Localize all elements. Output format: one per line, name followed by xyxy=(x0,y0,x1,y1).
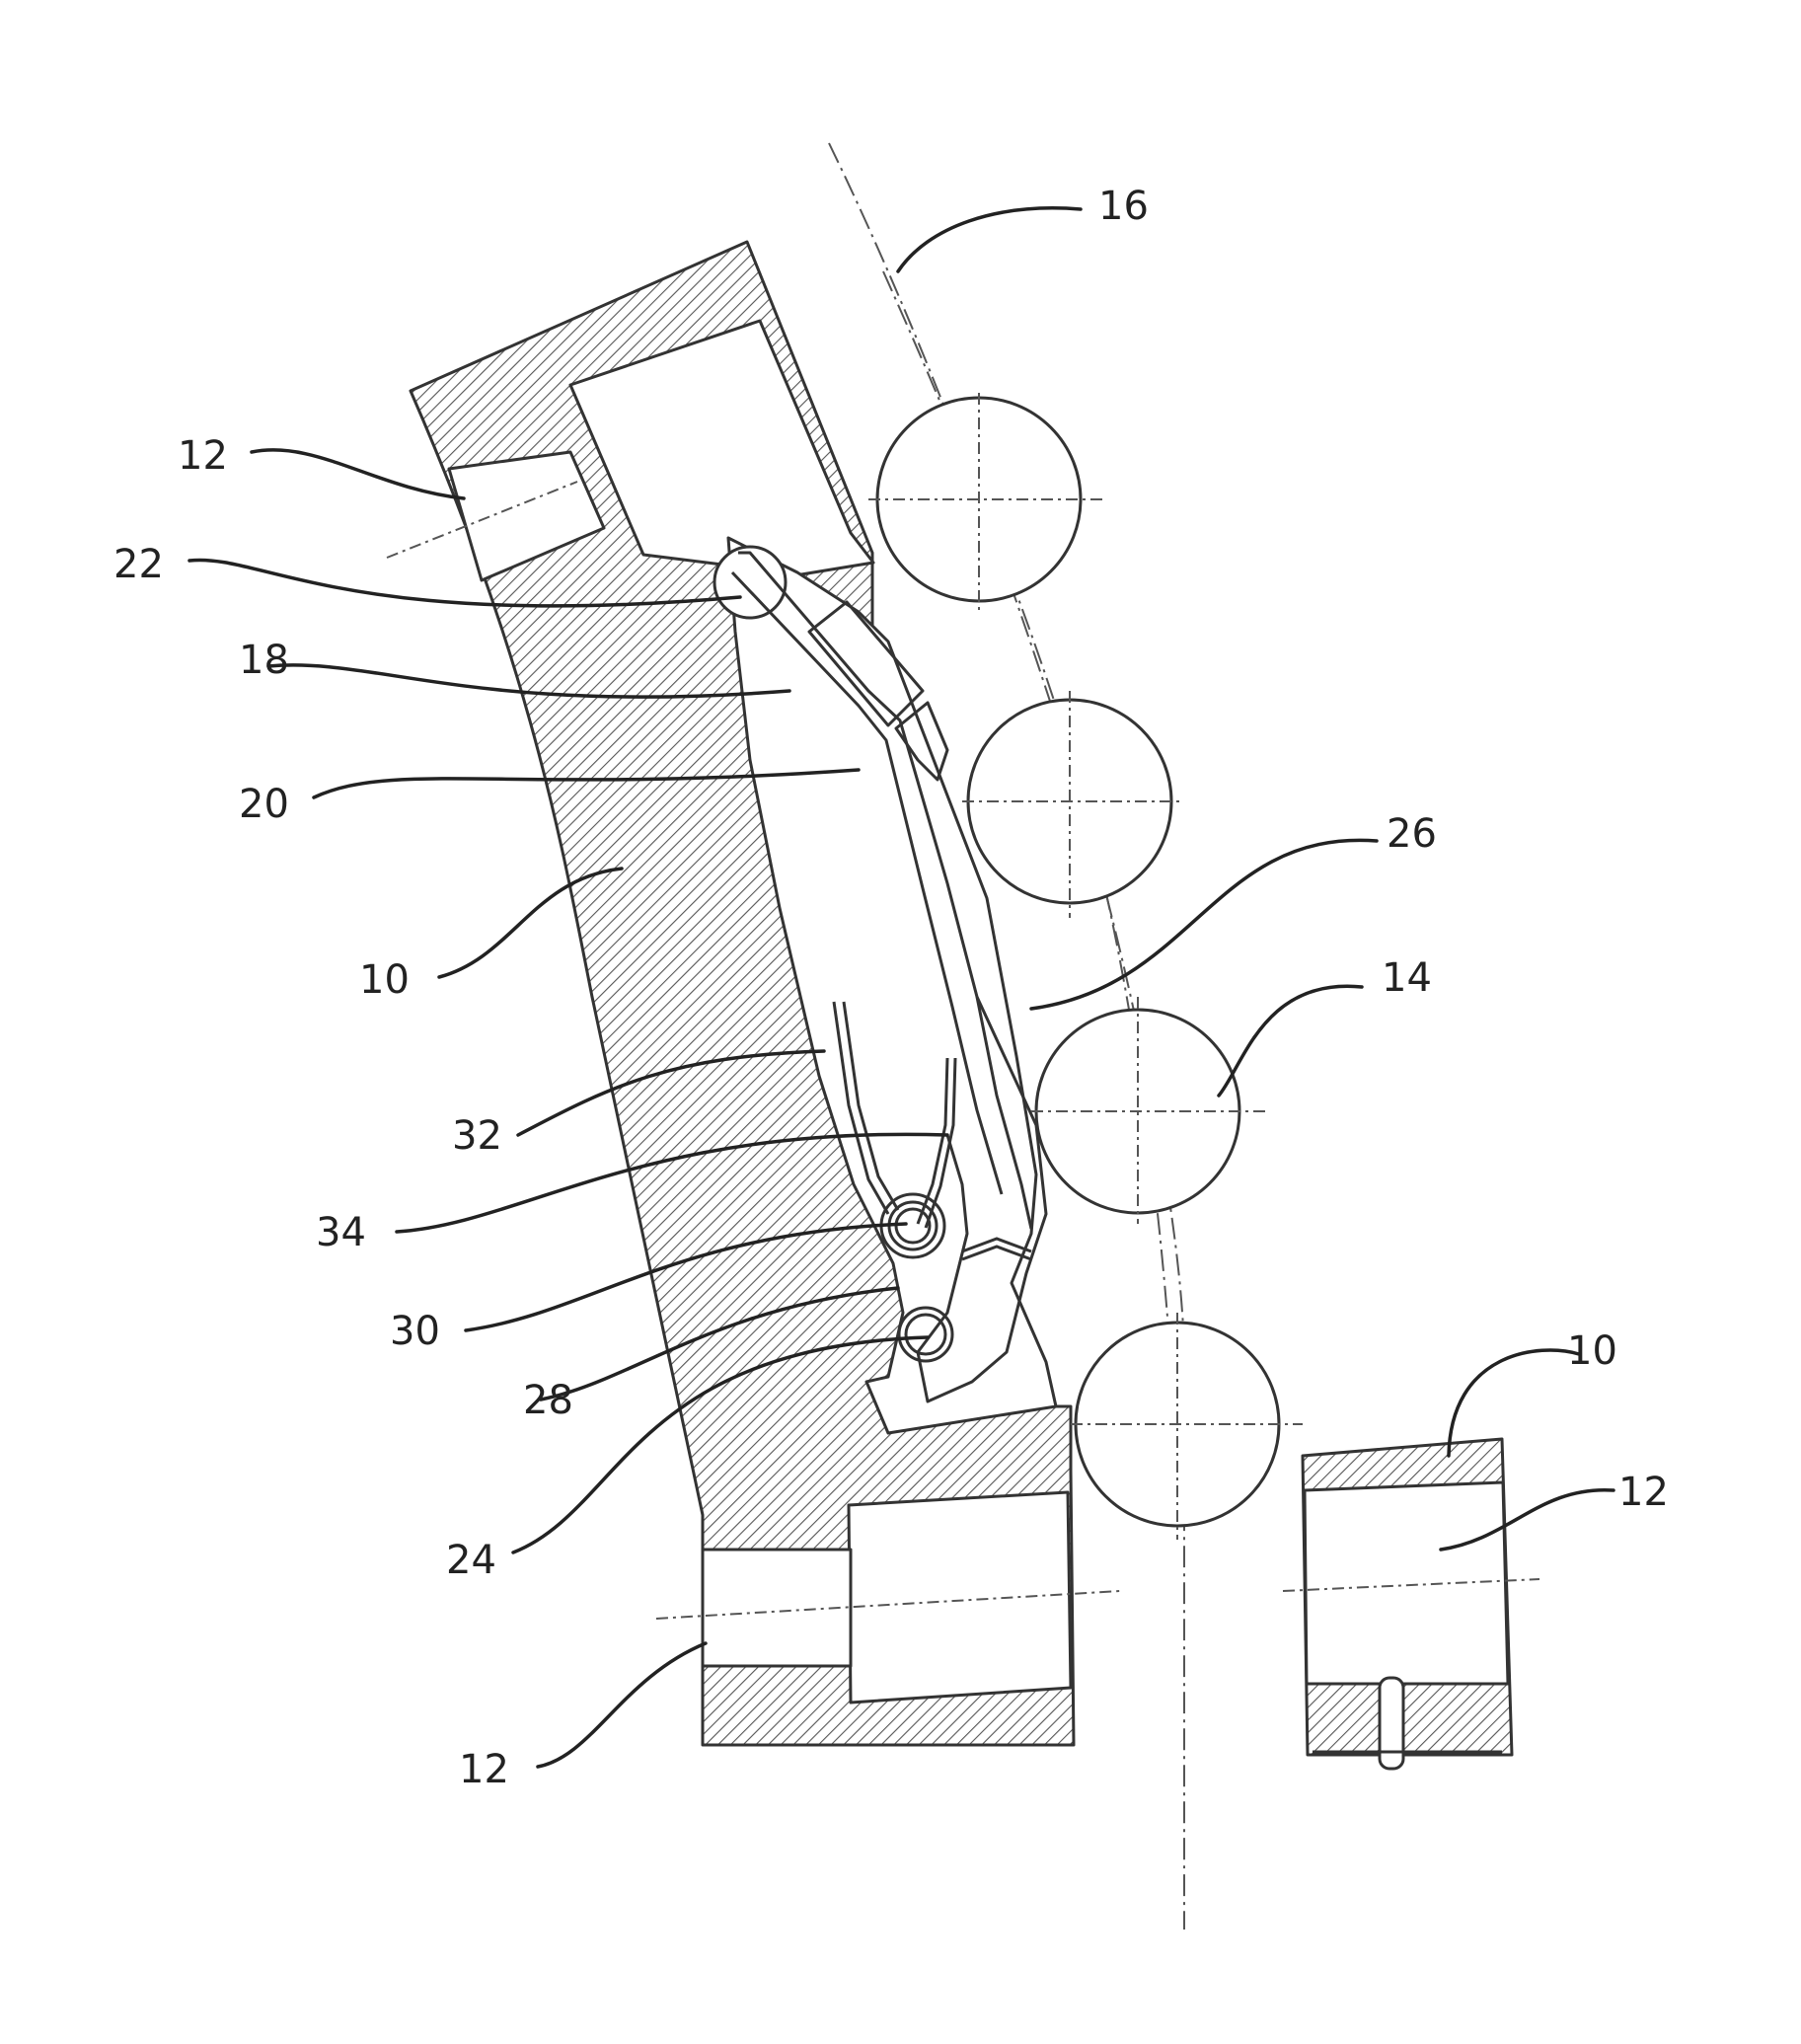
label-24: 24 xyxy=(446,1538,496,1583)
label-22: 22 xyxy=(113,542,164,587)
label-14: 14 xyxy=(1382,955,1432,1001)
label-12-lower-left: 12 xyxy=(459,1747,509,1792)
lower-pin-pocket xyxy=(703,1550,851,1666)
lower-bore xyxy=(849,1492,1071,1703)
label-32: 32 xyxy=(452,1113,502,1159)
label-28: 28 xyxy=(523,1378,573,1423)
label-12-upper-left: 12 xyxy=(178,433,228,479)
label-10-right: 10 xyxy=(1567,1328,1617,1374)
label-34: 34 xyxy=(316,1210,366,1255)
label-26: 26 xyxy=(1387,811,1437,857)
label-12-right: 12 xyxy=(1618,1470,1669,1515)
label-18: 18 xyxy=(239,638,289,683)
housing-block-right xyxy=(1283,1439,1539,1769)
label-30: 30 xyxy=(390,1309,440,1354)
label-16-top: 16 xyxy=(1098,184,1149,229)
label-10-left: 10 xyxy=(359,957,410,1003)
label-20: 20 xyxy=(239,782,289,827)
